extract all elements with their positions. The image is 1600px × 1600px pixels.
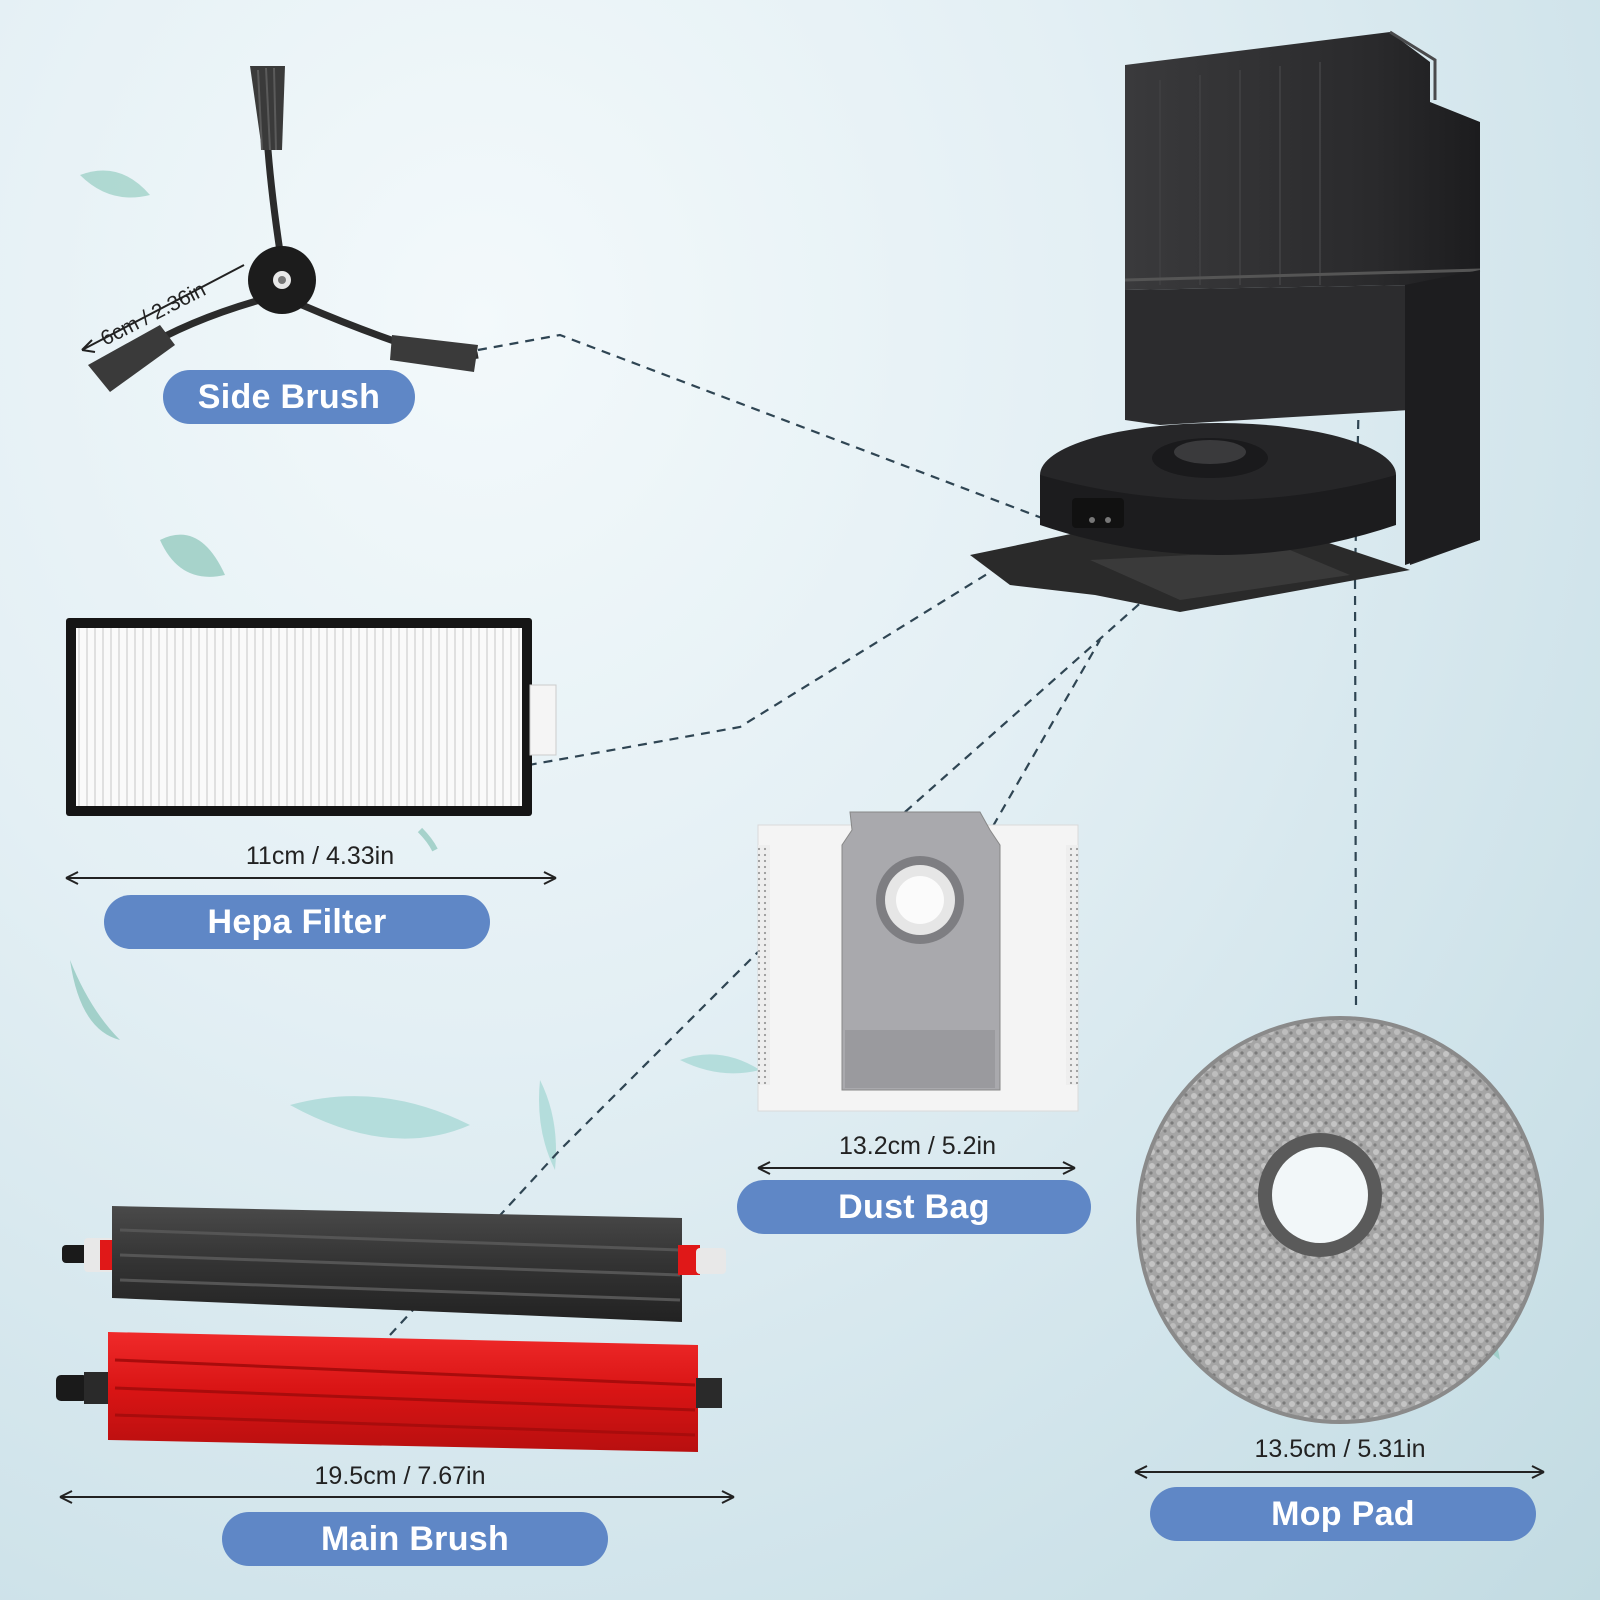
mop-pad-dimension: 13.5cm / 5.31in: [1254, 1435, 1426, 1463]
hepa-filter-label: Hepa Filter: [104, 895, 490, 949]
dust-bag-label: Dust Bag: [737, 1180, 1091, 1234]
hepa-filter-image: [65, 618, 557, 885]
main-brush-label: Main Brush: [222, 1512, 608, 1566]
dust-bag-dimension: 13.2cm / 5.2in: [838, 1132, 997, 1160]
main-brush-dimension: 19.5cm / 7.67in: [314, 1462, 486, 1490]
mop-pad-label: Mop Pad: [1150, 1487, 1536, 1541]
dust-bag-image: [757, 811, 1079, 1175]
main-brush-image: [56, 1206, 735, 1504]
hepa-filter-dimension: 11cm / 4.33in: [245, 842, 395, 870]
dock-station-image: [970, 30, 1481, 612]
mop-pad-image: [1134, 1016, 1545, 1479]
side-brush-label: Side Brush: [163, 370, 415, 424]
side-brush-image: [81, 66, 479, 392]
